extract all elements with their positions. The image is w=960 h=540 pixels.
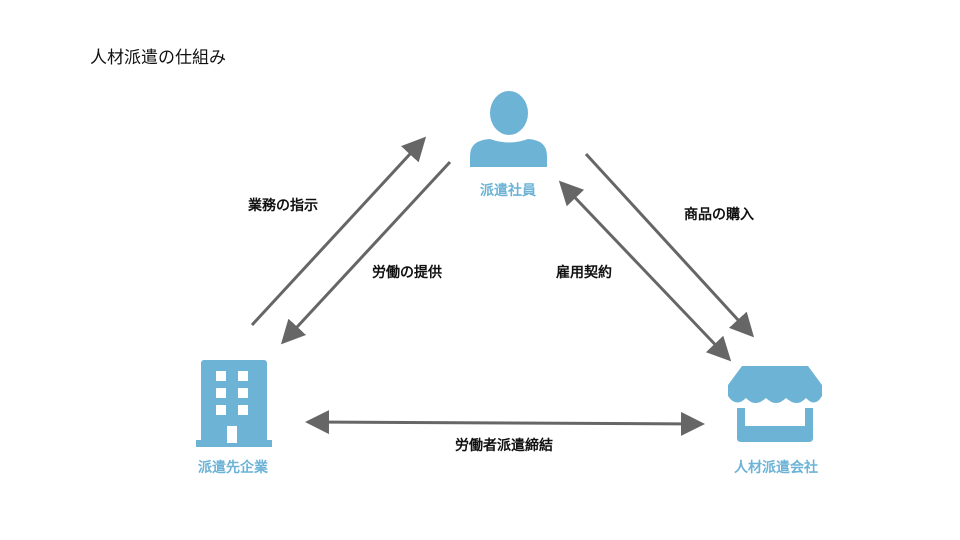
node-client-label: 派遣先企業 (198, 459, 269, 476)
label-labor: 労働の提供 (372, 264, 442, 281)
node-agency-label: 人材派遣会社 (734, 459, 818, 476)
label-dispatch: 労働者派遣締結 (455, 437, 553, 454)
arrow-labor (280, 160, 452, 345)
building-icon (196, 360, 272, 447)
label-employment: 雇用契約 (556, 264, 612, 281)
arrow-employment (558, 180, 732, 362)
store-icon (728, 366, 822, 442)
label-instruction: 業務の指示 (247, 197, 318, 214)
arrow-purchase (584, 152, 755, 338)
node-employee-label: 派遣社員 (480, 182, 536, 199)
page-title: 人材派遣の仕組み (90, 48, 226, 68)
label-purchase: 商品の購入 (684, 206, 754, 223)
person-icon (470, 91, 547, 167)
arrow-instruction (250, 136, 427, 327)
arrow-dispatch (305, 410, 705, 436)
